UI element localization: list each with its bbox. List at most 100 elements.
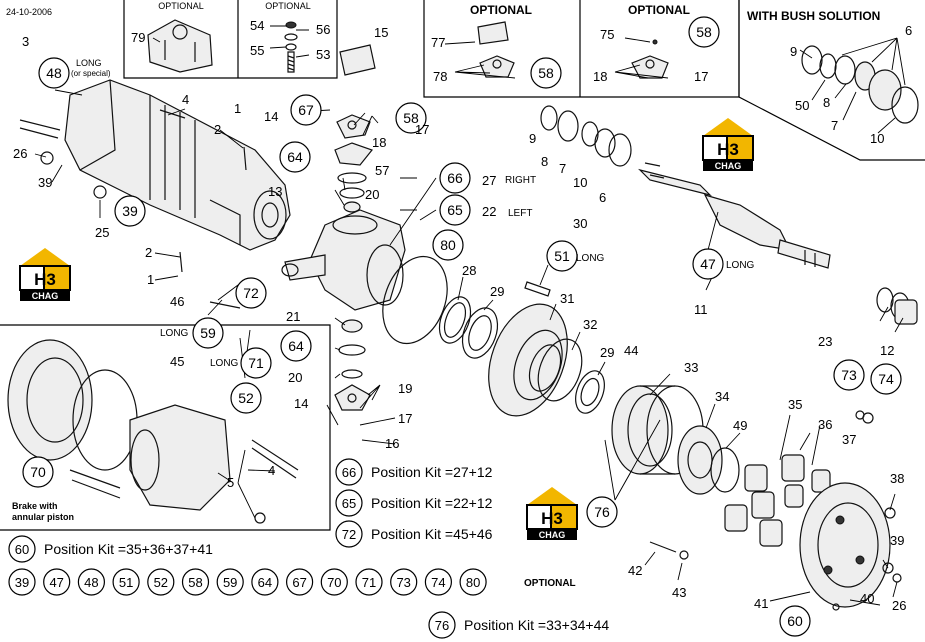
optional-bush-parts xyxy=(477,21,669,79)
optional-label-c: OPTIONAL xyxy=(470,3,532,17)
optional-footer-label: OPTIONAL xyxy=(524,578,576,589)
callout-bubble: 66 xyxy=(439,162,471,194)
callout-bubble: 80 xyxy=(432,229,464,261)
callout-number: 39 xyxy=(122,203,138,219)
optional-item-number: 64 xyxy=(258,575,272,590)
part-number-label: 50 xyxy=(795,98,809,113)
part-number-label: 17 xyxy=(398,411,412,426)
planet-cover xyxy=(799,482,891,608)
callout-number: 64 xyxy=(287,149,303,165)
axle-housing xyxy=(64,79,291,251)
part-number-label: 14 xyxy=(294,396,308,411)
optional-item-number: 58 xyxy=(188,575,202,590)
optional-item-bubble: 58 xyxy=(181,568,210,596)
callout-number: 48 xyxy=(46,65,62,81)
leader-lines xyxy=(34,25,906,606)
note-long-51: LONG xyxy=(576,253,605,264)
optional-item-number: 74 xyxy=(431,575,445,590)
callout-bubble: 64 xyxy=(279,141,311,173)
part-number-label: 26 xyxy=(892,598,906,613)
shaft-seals xyxy=(540,105,918,325)
label-layer: 3422639251217954555653151418171357202722… xyxy=(13,18,912,613)
callout-number: 66 xyxy=(447,170,463,186)
optional-item-bubble: 67 xyxy=(286,568,314,596)
position-kit-text: Position Kit =27+12 xyxy=(371,464,493,480)
callout-bubble: 52 xyxy=(230,382,262,414)
drive-shaft xyxy=(638,162,831,269)
callout-bubble: 74 xyxy=(870,363,902,395)
note-right: RIGHT xyxy=(505,175,536,186)
part-number-label: 75 xyxy=(600,27,614,42)
part-number-label: 4 xyxy=(182,92,189,107)
callout-number: 59 xyxy=(200,325,216,341)
optional-item-number: 48 xyxy=(84,575,98,590)
callout-bubble: 58 xyxy=(688,16,720,48)
callout-number: 64 xyxy=(288,338,304,354)
callout-number: 65 xyxy=(447,202,463,218)
pad-15 xyxy=(339,44,376,76)
part-number-label: 53 xyxy=(316,47,330,62)
part-number-label: 45 xyxy=(170,354,184,369)
optional-label-b: OPTIONAL xyxy=(265,1,311,11)
part-number-label: 6 xyxy=(599,190,606,205)
part-number-label: 43 xyxy=(672,585,686,600)
bush-solution-frame: WITH BUSH SOLUTION xyxy=(738,0,925,161)
part-number-label: 1 xyxy=(234,101,241,116)
logo-wordmark: CHAG xyxy=(539,530,566,540)
optional-frame-bush: OPTIONAL OPTIONAL xyxy=(423,0,740,98)
optional-item-bubble: 59 xyxy=(216,568,244,596)
note-long-59: LONG xyxy=(160,328,189,339)
part-number-label: 2 xyxy=(145,245,152,260)
part-number-label: 10 xyxy=(870,131,884,146)
part-number-label: 1 xyxy=(147,272,154,287)
part-number-label: 6 xyxy=(905,23,912,38)
upper-kingpin-stack xyxy=(334,114,373,213)
optional-item-bubble: 48 xyxy=(77,568,106,596)
note-long-71: LONG xyxy=(210,358,239,369)
part-number-label: 27 xyxy=(482,173,496,188)
lower-kingpin-stack xyxy=(334,319,371,411)
optional-item-bubble: 73 xyxy=(390,568,418,596)
callout-bubble: 71 xyxy=(240,347,272,379)
optional-item-number: 51 xyxy=(119,575,133,590)
note-long-special: LONG xyxy=(76,58,102,68)
small-bolts xyxy=(19,109,902,611)
callout-number: 51 xyxy=(554,248,570,264)
callout-bubble: 67 xyxy=(290,94,322,126)
part-number-label: 20 xyxy=(365,187,379,202)
callout-bubble: 58 xyxy=(395,102,427,134)
part-number-label: 5 xyxy=(227,475,234,490)
callout-number: 58 xyxy=(538,65,554,81)
part-number-label: 25 xyxy=(95,225,109,240)
position-kit-number: 72 xyxy=(342,527,356,542)
part-number-label: 49 xyxy=(733,418,747,433)
optional-item-bubble: 70 xyxy=(320,568,348,596)
part-number-label: 10 xyxy=(573,175,587,190)
note-left: LEFT xyxy=(508,208,532,219)
optional-label-a: OPTIONAL xyxy=(158,1,204,11)
part-number-label: 55 xyxy=(250,43,264,58)
part-number-label: 31 xyxy=(560,291,574,306)
position-kit-number: 65 xyxy=(342,496,356,511)
part-number-label: 44 xyxy=(624,343,638,358)
callout-bubble: 76 xyxy=(586,496,618,528)
note-or-special: (or special) xyxy=(71,69,111,78)
callout-number: 52 xyxy=(238,390,254,406)
optional-item-bubble: 74 xyxy=(424,568,452,596)
optional-item-bubble: 39 xyxy=(8,568,36,596)
callout-bubble: 48 xyxy=(38,57,70,89)
part-number-label: 4 xyxy=(268,463,275,478)
callout-number: 58 xyxy=(403,110,419,126)
callout-bubble: 39 xyxy=(114,195,146,227)
optional-item-bubble: 64 xyxy=(251,568,279,596)
optional-item-bubble: 47 xyxy=(43,568,71,596)
part-number-label: 7 xyxy=(559,161,566,176)
callout-number: 71 xyxy=(248,355,264,371)
part-number-label: 21 xyxy=(286,309,300,324)
callout-bubble: 70 xyxy=(22,456,54,488)
callout-bubble: 58 xyxy=(530,57,562,89)
